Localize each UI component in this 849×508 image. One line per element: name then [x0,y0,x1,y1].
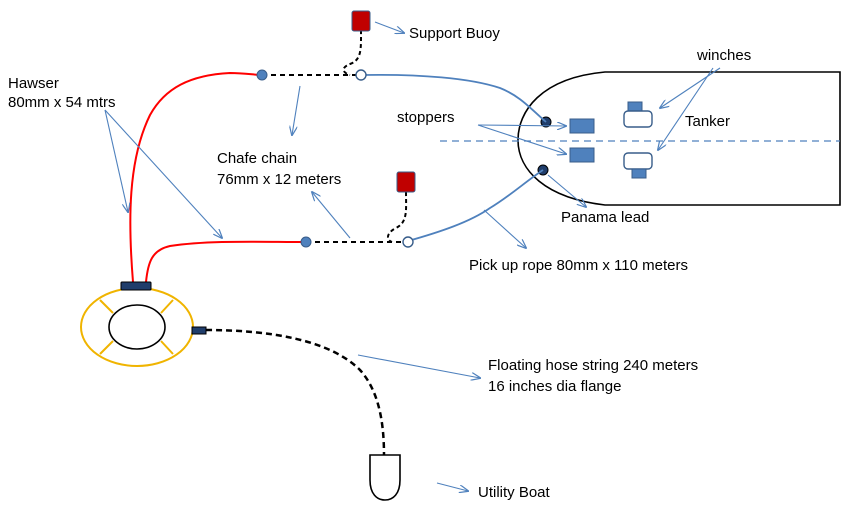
hawser-joint-upper [256,69,268,81]
winch-lower [623,152,653,179]
label-floating-hose-line1: Floating hose string 240 meters [488,357,698,374]
annotation-arrows [104,21,721,491]
label-tanker: Tanker [685,113,730,130]
support-buoy-line-lower [386,191,408,243]
support-buoy-lower [396,171,416,193]
label-winches: winches [696,47,751,64]
label-support-buoy: Support Buoy [409,25,500,42]
utility-boat [369,454,401,501]
label-stoppers: stoppers [397,109,455,126]
rope-joint-upper [355,69,367,81]
label-panama-lead: Panama lead [561,209,649,226]
label-pick-up-rope: Pick up rope 80mm x 110 meters [469,257,688,274]
label-hawser-line1: Hawser [8,75,59,92]
tanker-hull [517,71,841,206]
hawser-joint-lower [300,236,312,248]
label-hawser-line2: 80mm x 54 mtrs [8,94,116,111]
spm-buoy [80,281,207,367]
support-buoy-line-upper [342,29,363,76]
stopper-upper [569,118,595,134]
winch-upper [623,101,653,128]
floating-hose [205,328,386,456]
label-utility-boat: Utility Boat [478,484,551,501]
label-chafe-chain-line2: 76mm x 12 meters [217,171,341,188]
rope-joint-lower [402,236,414,248]
stopper-lower [569,147,595,163]
hawser-lower [145,240,307,283]
label-chafe-chain-line1: Chafe chain [217,150,297,167]
label-floating-hose-line2: 16 inches dia flange [488,378,621,395]
support-buoy-upper [351,10,371,32]
pick-up-rope-upper [361,73,547,123]
pick-up-rope-lower [407,169,544,242]
